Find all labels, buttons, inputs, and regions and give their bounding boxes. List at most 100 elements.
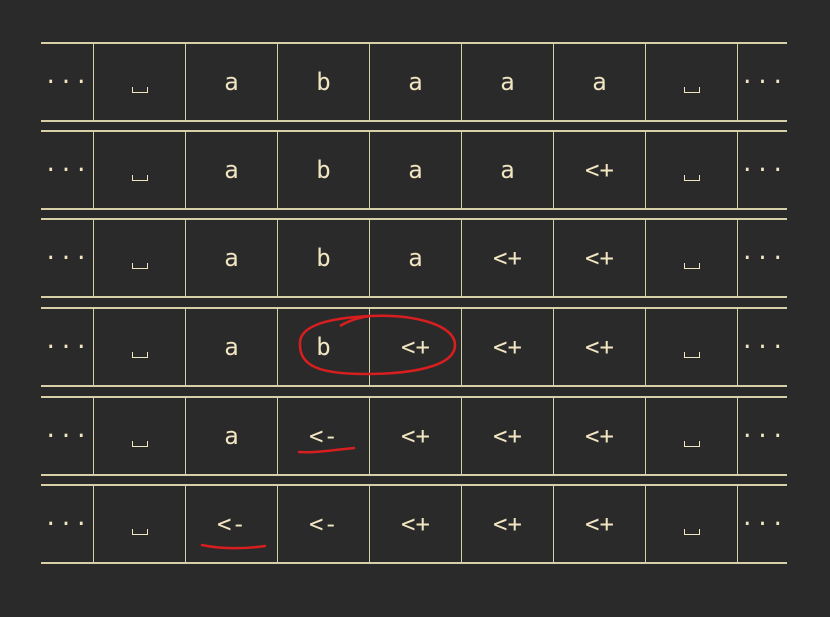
tape-cell: <+ <box>553 132 645 208</box>
tape-symbol: a <box>224 244 239 272</box>
tape-symbol: b <box>316 244 331 272</box>
tape-symbol: ··· <box>44 69 90 95</box>
tape-symbol: ··· <box>44 511 90 537</box>
tape-symbol: a <box>592 68 607 96</box>
blank-symbol-icon: ␣ <box>683 529 700 535</box>
tape-cell: <+ <box>553 220 645 296</box>
tape-row-3: ··· ␣ a b a <+ <+ ␣ ··· <box>41 218 787 298</box>
tape-symbol: ··· <box>740 245 787 271</box>
tape-cell: ␣ <box>645 132 737 208</box>
tape-cell: <- <box>185 486 277 562</box>
blank-symbol-icon: ␣ <box>683 175 700 181</box>
tape-cell: <- <box>277 486 369 562</box>
tape-cell: ··· <box>41 220 93 296</box>
blank-symbol-icon: ␣ <box>131 175 148 181</box>
tape-symbol: a <box>408 244 423 272</box>
blank-symbol-icon: ␣ <box>131 352 148 358</box>
tape-symbol: ··· <box>44 334 90 360</box>
tape-cell: ··· <box>41 132 93 208</box>
tape-cell: ··· <box>737 398 789 474</box>
tape-symbol: <- <box>217 510 246 538</box>
tape-cell: <+ <box>369 486 461 562</box>
tape-cell: ␣ <box>645 44 737 120</box>
tape-symbol: a <box>408 68 423 96</box>
tape-symbol: <+ <box>401 510 430 538</box>
tape-symbol: ··· <box>740 157 787 183</box>
tape-cell: ␣ <box>645 398 737 474</box>
tape-symbol: b <box>316 68 331 96</box>
tape-symbol: b <box>316 333 331 361</box>
blank-symbol-icon: ␣ <box>683 352 700 358</box>
tape-cell: <+ <box>553 398 645 474</box>
tape-cell: b <box>277 132 369 208</box>
tape-symbol: ··· <box>740 69 787 95</box>
blank-symbol-icon: ␣ <box>683 87 700 93</box>
tape-symbol: a <box>408 156 423 184</box>
tape-symbol: a <box>500 156 515 184</box>
tape-symbol: a <box>500 68 515 96</box>
tape-cell: ␣ <box>93 44 185 120</box>
tape-symbol: a <box>224 68 239 96</box>
tape-cell: a <box>553 44 645 120</box>
tape-symbol: a <box>224 422 239 450</box>
tape-symbol: <- <box>309 422 338 450</box>
blank-symbol-icon: ␣ <box>131 263 148 269</box>
tape-symbol: ··· <box>740 334 787 360</box>
tape-symbol: <+ <box>493 244 522 272</box>
tape-symbol: <- <box>309 510 338 538</box>
tape-cell: b <box>277 44 369 120</box>
tape-symbol: a <box>224 333 239 361</box>
tape-cell: b <box>277 220 369 296</box>
tape-cell: a <box>185 220 277 296</box>
tape-symbol: <+ <box>585 333 614 361</box>
tape-cell: a <box>185 398 277 474</box>
tape-cell: ··· <box>737 309 789 385</box>
tape-row-5: ···␣a<-<+<+<+␣··· <box>41 396 787 476</box>
blank-symbol-icon: ␣ <box>683 263 700 269</box>
tape-cell: ␣ <box>93 220 185 296</box>
tape-symbol: <+ <box>585 156 614 184</box>
tape-cell: ␣ <box>93 398 185 474</box>
tape-row-4: ··· ␣ a b <+ <+ <+ ␣ ··· <box>41 307 787 387</box>
tape-symbol: <+ <box>585 244 614 272</box>
tape-symbol: <+ <box>585 422 614 450</box>
tape-symbol: <+ <box>493 510 522 538</box>
tape-cell: ··· <box>41 309 93 385</box>
tape-cell: ··· <box>41 486 93 562</box>
tape-cell: ␣ <box>93 309 185 385</box>
tape-cell: ··· <box>737 44 789 120</box>
tape-cell: b <box>277 309 369 385</box>
tape-cell: a <box>185 44 277 120</box>
tape-cell: <+ <box>369 309 461 385</box>
tape-symbol: <+ <box>401 333 430 361</box>
tape-cell: <+ <box>461 220 553 296</box>
tape-cell: ··· <box>737 220 789 296</box>
tape-cell: a <box>369 44 461 120</box>
tape-cell: ␣ <box>645 220 737 296</box>
tape-cell: ␣ <box>645 486 737 562</box>
tape-cell: ··· <box>737 132 789 208</box>
tape-symbol: <+ <box>401 422 430 450</box>
tape-cell: a <box>369 220 461 296</box>
tape-cell: <+ <box>461 398 553 474</box>
tape-symbol: ··· <box>44 423 90 449</box>
tape-row-1: ··· ␣ a b a a a ␣ ··· <box>41 42 787 122</box>
tape-symbol: <+ <box>585 510 614 538</box>
tape-cell: <+ <box>553 486 645 562</box>
tape-cell: <+ <box>461 486 553 562</box>
tape-cell: <+ <box>461 309 553 385</box>
tape-cell: ··· <box>41 398 93 474</box>
tape-cell: ··· <box>737 486 789 562</box>
tape-cell: <- <box>277 398 369 474</box>
blank-symbol-icon: ␣ <box>131 87 148 93</box>
blank-symbol-icon: ␣ <box>131 441 148 447</box>
tape-symbol: b <box>316 156 331 184</box>
tape-cell: ␣ <box>645 309 737 385</box>
tape-symbol: ··· <box>740 511 787 537</box>
tape-symbol: <+ <box>493 422 522 450</box>
blank-symbol-icon: ␣ <box>131 529 148 535</box>
tape-row-6: ··· ␣ <- <- <+ <+ <+ ␣ ··· <box>41 484 787 564</box>
tape-cell: ␣ <box>93 132 185 208</box>
tape-cell: a <box>185 309 277 385</box>
